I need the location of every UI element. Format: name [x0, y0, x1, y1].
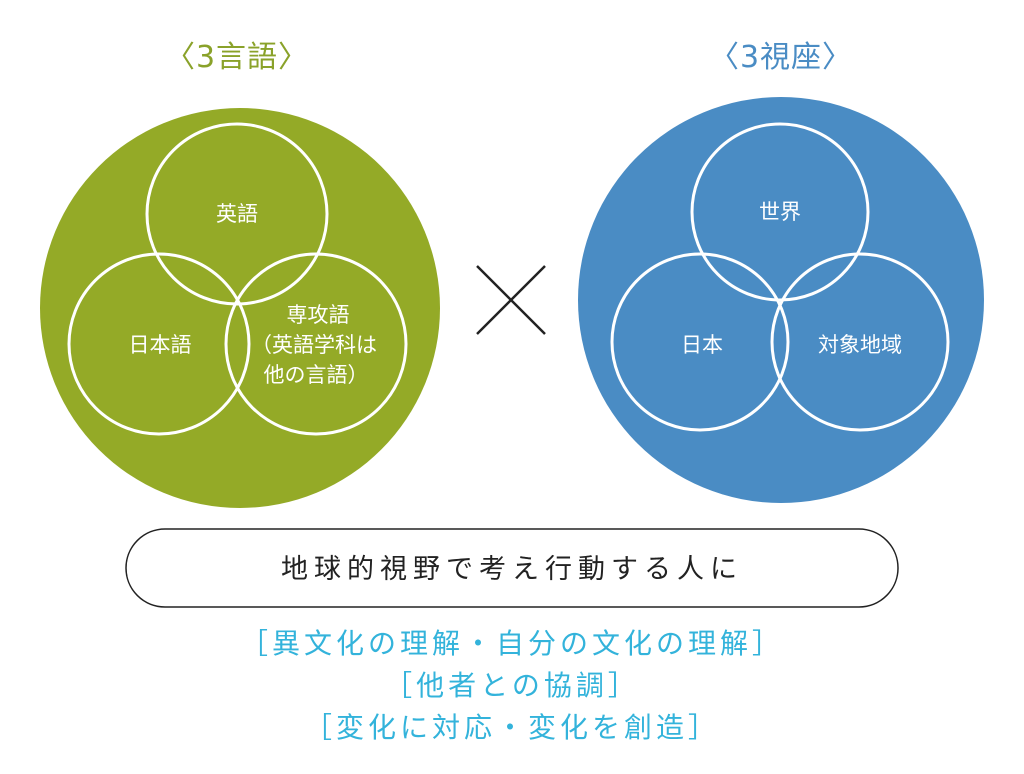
- target-region-circle: [770, 252, 950, 432]
- japan-circle: [610, 252, 790, 432]
- world-label: 世界: [759, 200, 801, 224]
- cross-icon: [476, 265, 546, 335]
- value-line-1: ［異文化の理解・自分の文化の理解］: [240, 627, 784, 660]
- major-language-note-1: （英語学科は: [251, 333, 377, 357]
- major-language-label: 専攻語: [287, 303, 350, 327]
- perspectives-venn: 世界 日本 対象地域: [578, 97, 984, 503]
- perspectives-heading: 〈3視座〉: [709, 40, 853, 75]
- target-region-label: 対象地域: [818, 333, 902, 357]
- world-circle: [690, 122, 870, 302]
- languages-venn: 英語 日本語 専攻語 （英語学科は 他の言語）: [40, 108, 440, 508]
- slogan-pill: 地球的視野で考え行動する人に: [125, 528, 899, 608]
- japan-label: 日本: [681, 333, 723, 357]
- slogan-pill-border: [125, 528, 899, 608]
- languages-heading: 〈3言語〉: [165, 40, 309, 75]
- slogan-text: 地球的視野で考え行動する人に: [281, 554, 743, 585]
- major-language-circle: [224, 252, 408, 436]
- japanese-label: 日本語: [129, 333, 192, 357]
- value-line-2: ［他者との協調］: [384, 669, 640, 702]
- major-language-note-2: 他の言語）: [264, 363, 369, 387]
- english-label: 英語: [216, 202, 258, 226]
- value-line-3: ［変化に対応・変化を創造］: [304, 711, 720, 744]
- japanese-circle: [67, 252, 251, 436]
